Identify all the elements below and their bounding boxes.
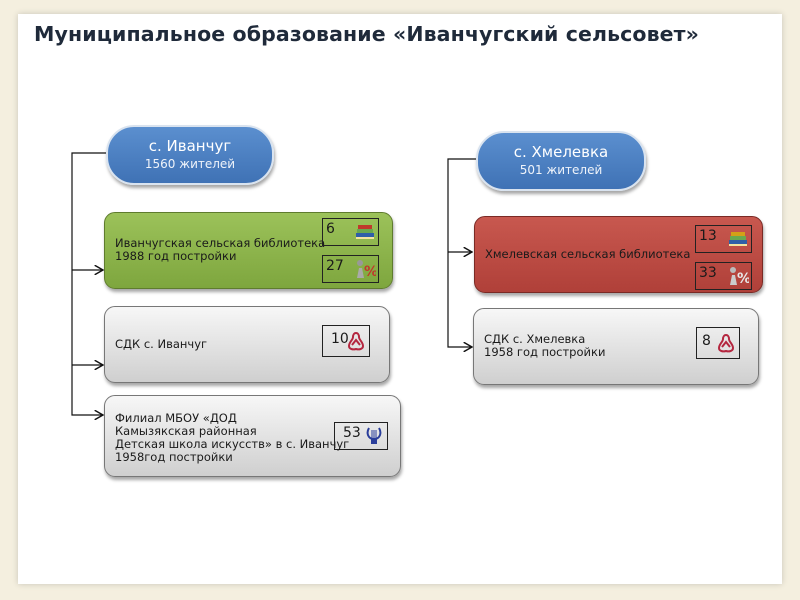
page-title: Муниципальное образование «Иванчугский с… (34, 22, 700, 46)
books-count: 13 (699, 228, 717, 244)
hmelevka-library-box: Хмелевская сельская библиотека 13 33 % (474, 216, 763, 293)
theatre-icon (717, 333, 735, 353)
hmelevka-sdk-box: СДК с. Хмелевка 1958 год постройки 8 (473, 308, 759, 385)
books-icon (729, 232, 747, 246)
ivanchug-library-box: Иванчугская сельская библиотека 1988 год… (104, 212, 393, 289)
hmelevka-sdk-text: СДК с. Хмелевка 1958 год постройки (484, 332, 606, 359)
sdk-badge: 10 (322, 325, 370, 357)
school-count: 53 (343, 425, 361, 441)
school-badge: 53 (334, 422, 388, 450)
books-badge: 13 (695, 225, 752, 253)
sdk-count: 10 (331, 331, 349, 347)
books-count: 6 (326, 221, 335, 237)
hmelevka-library-text: Хмелевская сельская библиотека (485, 247, 691, 261)
ivanchug-library-text: Иванчугская сельская библиотека 1988 год… (115, 236, 326, 263)
readers-badge: 33 % (695, 262, 752, 290)
village-ivanchug: с. Иванчуг 1560 жителей (106, 125, 274, 185)
ivanchug-sdk-box: СДК с. Иванчуг 10 (104, 306, 390, 383)
percent-person-icon: % (357, 260, 376, 280)
sdk-badge: 8 (696, 327, 740, 359)
village-name: с. Хмелевка (513, 143, 609, 161)
books-badge: 6 (322, 218, 379, 246)
svg-text:%: % (364, 264, 376, 280)
theatre-icon (347, 331, 365, 351)
village-hmelevka: с. Хмелевка 501 жителей (476, 131, 646, 191)
percent-person-icon: % (730, 267, 749, 287)
ivanchug-school-box: Филиал МБОУ «ДОД Камызякская районная Де… (104, 395, 401, 477)
lyre-icon (366, 427, 382, 444)
readers-badge: 27 % (322, 255, 379, 283)
readers-count: 27 (326, 258, 344, 274)
ivanchug-sdk-text: СДК с. Иванчуг (115, 337, 208, 351)
books-icon (356, 225, 374, 239)
village-name: с. Иванчуг (148, 137, 232, 155)
slide-canvas (18, 14, 782, 584)
readers-count: 33 (699, 265, 717, 281)
sdk-count: 8 (702, 333, 711, 349)
village-population: 501 жителей (519, 163, 603, 177)
village-population: 1560 жителей (144, 157, 236, 171)
svg-text:%: % (737, 271, 749, 287)
ivanchug-school-text: Филиал МБОУ «ДОД Камызякская районная Де… (115, 411, 350, 464)
